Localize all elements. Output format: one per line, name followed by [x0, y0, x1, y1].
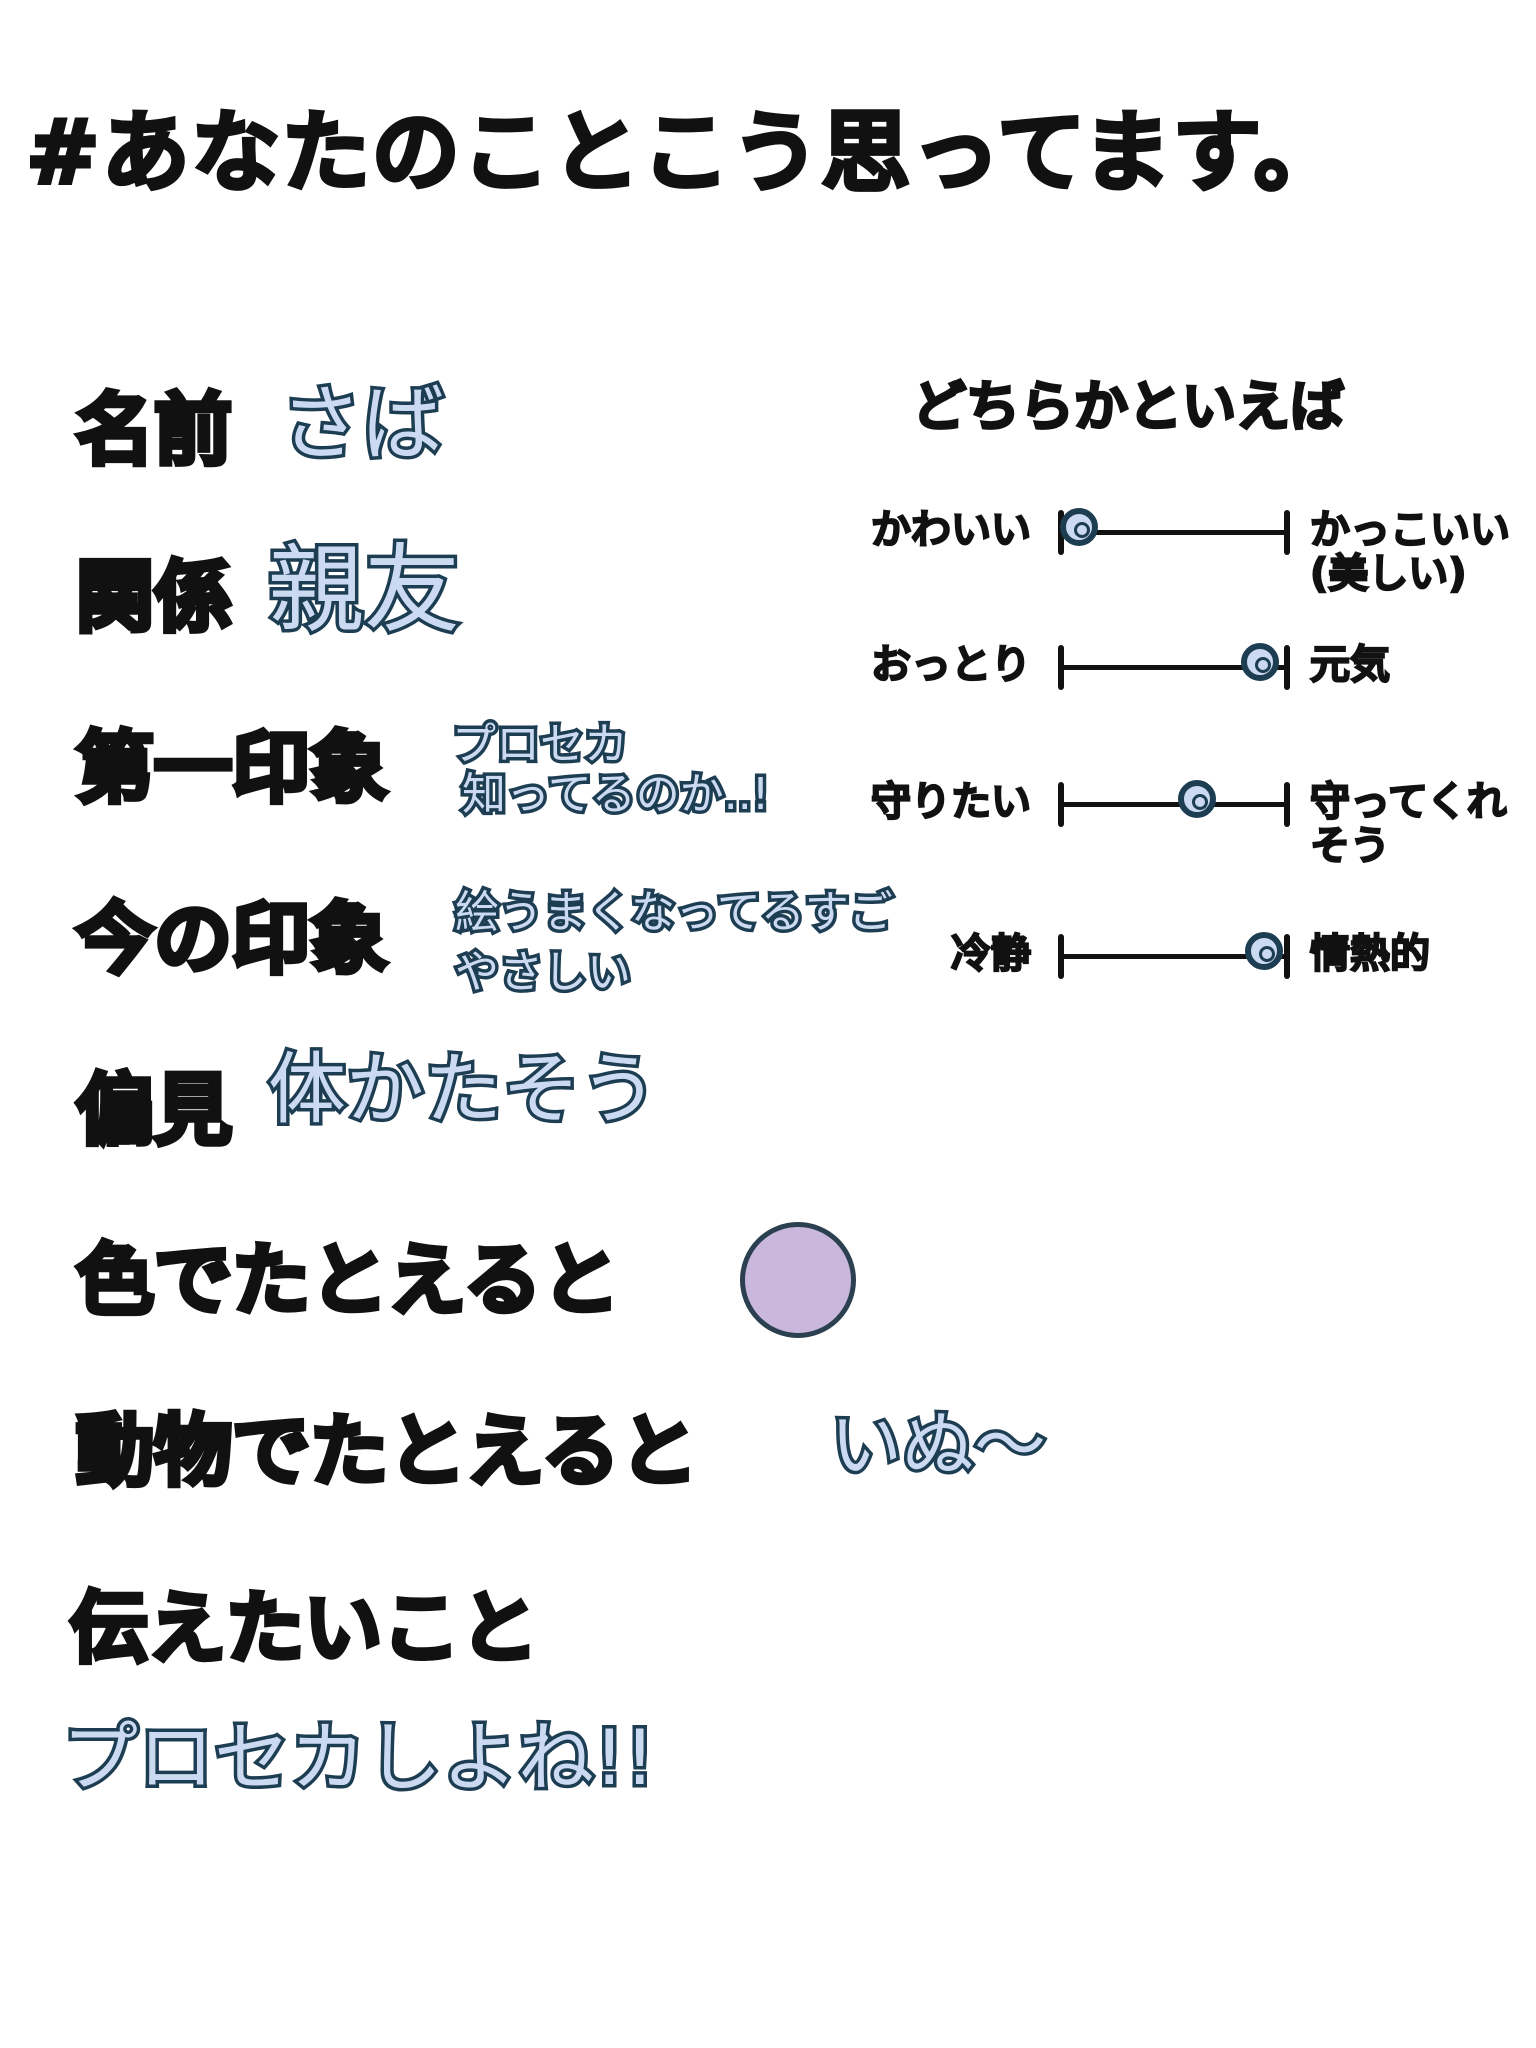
scale-right-label: 情熱的: [1309, 931, 1431, 977]
scale-right-label: かっこいい(美しい): [1309, 507, 1511, 597]
first-impression-label: 第一印象: [73, 724, 390, 814]
animal-label: 動物でたとえると: [74, 1407, 701, 1497]
scale-marker: [1060, 508, 1099, 546]
animal-value: いぬ〜: [826, 1403, 1049, 1487]
first-impression-line1: プロセカ: [449, 718, 632, 771]
current-impression-line1: 絵うまくなってるすご: [452, 886, 897, 939]
scale-left-label: おっとり: [870, 642, 1032, 688]
relation-value: 親友: [265, 534, 464, 646]
scale-left-label: 冷静: [950, 931, 1032, 977]
first-impression-line2: 知ってるのか..!: [458, 768, 772, 821]
scale-left-label: 守りたい: [870, 779, 1032, 825]
scale-marker: [1177, 780, 1216, 818]
name-value: さば: [276, 377, 447, 472]
message-label: 伝えたいこと: [67, 1584, 540, 1674]
scale-right-label: 元気: [1309, 642, 1391, 688]
message-value: プロセカしよね!!: [59, 1713, 659, 1802]
scale-track: [1058, 780, 1290, 827]
name-label: 名前: [73, 386, 234, 476]
current-impression-label: 今の印象: [73, 895, 390, 985]
relation-label: 関係: [73, 553, 234, 643]
scales-heading: どちらかといえば: [911, 374, 1346, 440]
prejudice-label: 偏見: [73, 1066, 234, 1156]
color-swatch: [740, 1222, 856, 1338]
scale-marker: [1240, 643, 1279, 681]
page-title: #あなたのことこう思ってます。: [24, 99, 1345, 206]
color-label: 色でたとえると: [74, 1236, 623, 1326]
current-impression-line2: やさしい: [452, 946, 635, 999]
scale-right-label: 守ってくれそう: [1309, 779, 1508, 869]
scale-track: [1058, 643, 1290, 690]
prejudice-value: 体かたそう: [264, 1045, 661, 1135]
scale-track: [1058, 508, 1290, 555]
scale-track: [1058, 932, 1290, 979]
scale-left-label: かわいい: [870, 507, 1032, 553]
scale-marker: [1245, 932, 1284, 970]
